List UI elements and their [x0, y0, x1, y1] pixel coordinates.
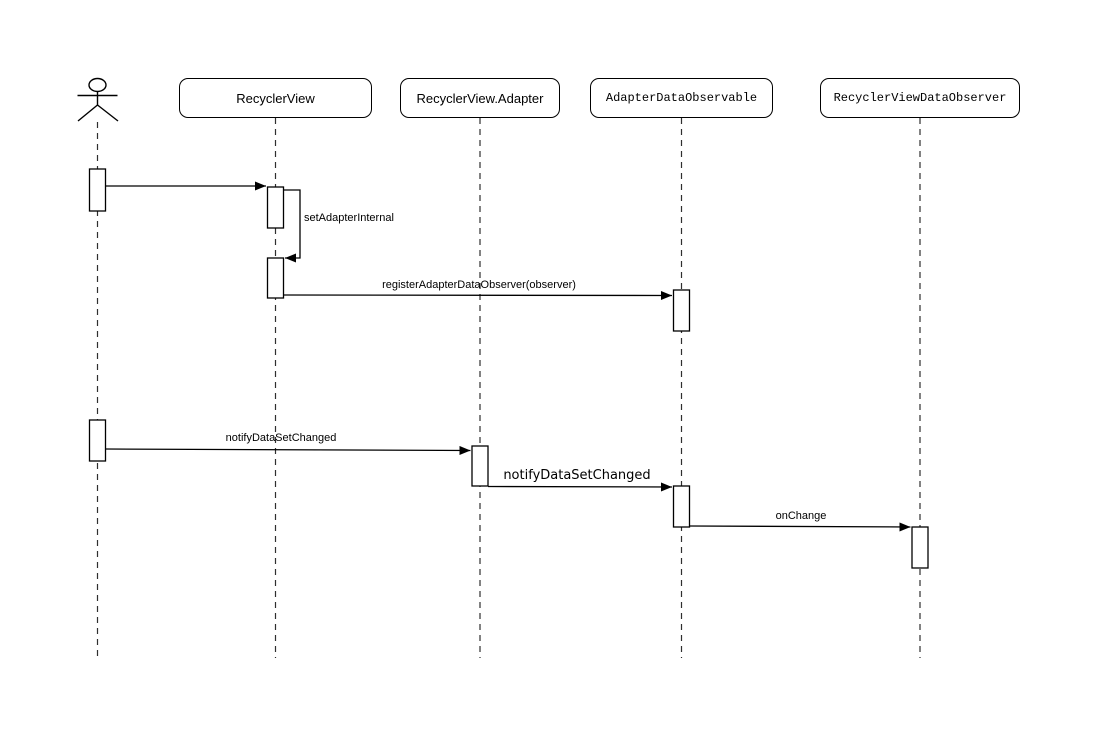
actor-head — [88, 77, 107, 93]
participant-box-adapter-data-observable[interactable]: AdapterDataObservable — [590, 78, 773, 118]
participant-label-adapter-data-observable: AdapterDataObservable — [605, 91, 758, 105]
activation-bar-recycler-view-adapter-1[interactable] — [471, 445, 489, 487]
participant-box-recycler-view[interactable]: RecyclerView — [179, 78, 372, 118]
message-label-notify-data-set-changed-2[interactable]: notifyDataSetChanged — [503, 468, 651, 483]
message-arrow-set-adapter-internal-self[interactable] — [283, 189, 301, 263]
activation-bar-recycler-view-2[interactable] — [266, 257, 285, 299]
activation-bar-actor-1[interactable] — [88, 168, 107, 212]
message-label-register-adapter-data-observer[interactable]: registerAdapterDataObserver(observer) — [382, 279, 576, 291]
activation-bar-adapter-data-observable-1[interactable] — [672, 289, 691, 332]
actor-figure[interactable] — [77, 77, 119, 122]
activation-bar-recycler-view-data-observer-1[interactable] — [911, 526, 929, 569]
message-arrow-notify-data-set-changed-1[interactable] — [105, 445, 471, 455]
activation-bar-adapter-data-observable-2[interactable] — [672, 485, 691, 528]
participant-label-recycler-view-data-observer: RecyclerViewDataObserver — [833, 91, 1007, 105]
participant-label-recycler-view-adapter: RecyclerView.Adapter — [416, 90, 544, 106]
message-label-on-change[interactable]: onChange — [775, 510, 827, 522]
actor-left-leg — [77, 104, 98, 122]
message-label-notify-data-set-changed-1[interactable]: notifyDataSetChanged — [225, 432, 337, 444]
activation-bar-recycler-view-1[interactable] — [266, 186, 285, 229]
message-arrow-on-change[interactable] — [689, 522, 911, 532]
participant-box-recycler-view-data-observer[interactable]: RecyclerViewDataObserver — [820, 78, 1020, 118]
message-arrow-notify-data-set-changed-2[interactable] — [487, 482, 673, 492]
participant-label-recycler-view: RecyclerView — [236, 90, 315, 106]
participant-box-recycler-view-adapter[interactable]: RecyclerView.Adapter — [400, 78, 560, 118]
activation-bar-actor-2[interactable] — [88, 419, 107, 462]
message-label-set-adapter-internal[interactable]: setAdapterInternal — [304, 212, 394, 224]
actor-right-leg — [97, 104, 119, 122]
message-arrow-register-adapter-data-observer[interactable] — [283, 290, 673, 300]
